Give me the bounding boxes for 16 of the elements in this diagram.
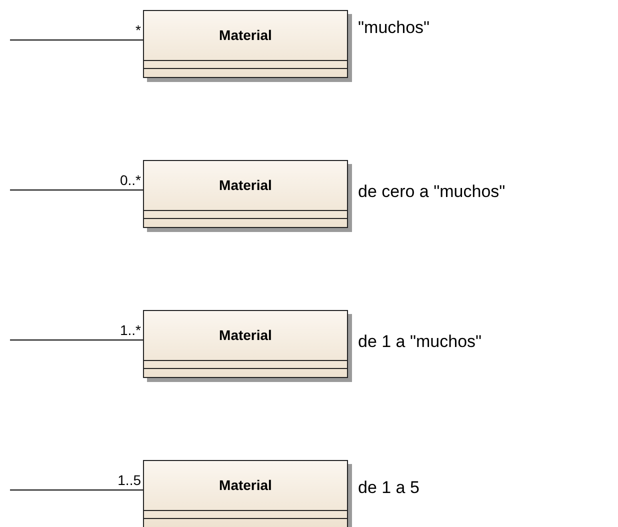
class-box — [143, 10, 348, 78]
class-box — [143, 310, 348, 378]
class-name: Material — [219, 176, 272, 195]
multiplicity-note: de cero a "muchos" — [358, 183, 506, 200]
multiplicity-label: 1..5 — [118, 473, 141, 487]
multiplicity-note: de 1 a "muchos" — [358, 333, 482, 350]
class-name: Material — [219, 26, 272, 45]
class-box — [143, 460, 348, 527]
multiplicity-note: de 1 a 5 — [358, 479, 420, 496]
multiplicity-label: 0..* — [120, 173, 141, 187]
class-name: Material — [219, 476, 272, 495]
multiplicity-note: "muchos" — [358, 19, 430, 36]
multiplicity-label: * — [136, 23, 141, 37]
class-box — [143, 160, 348, 228]
multiplicity-label: 1..* — [120, 323, 141, 337]
class-name: Material — [219, 326, 272, 345]
